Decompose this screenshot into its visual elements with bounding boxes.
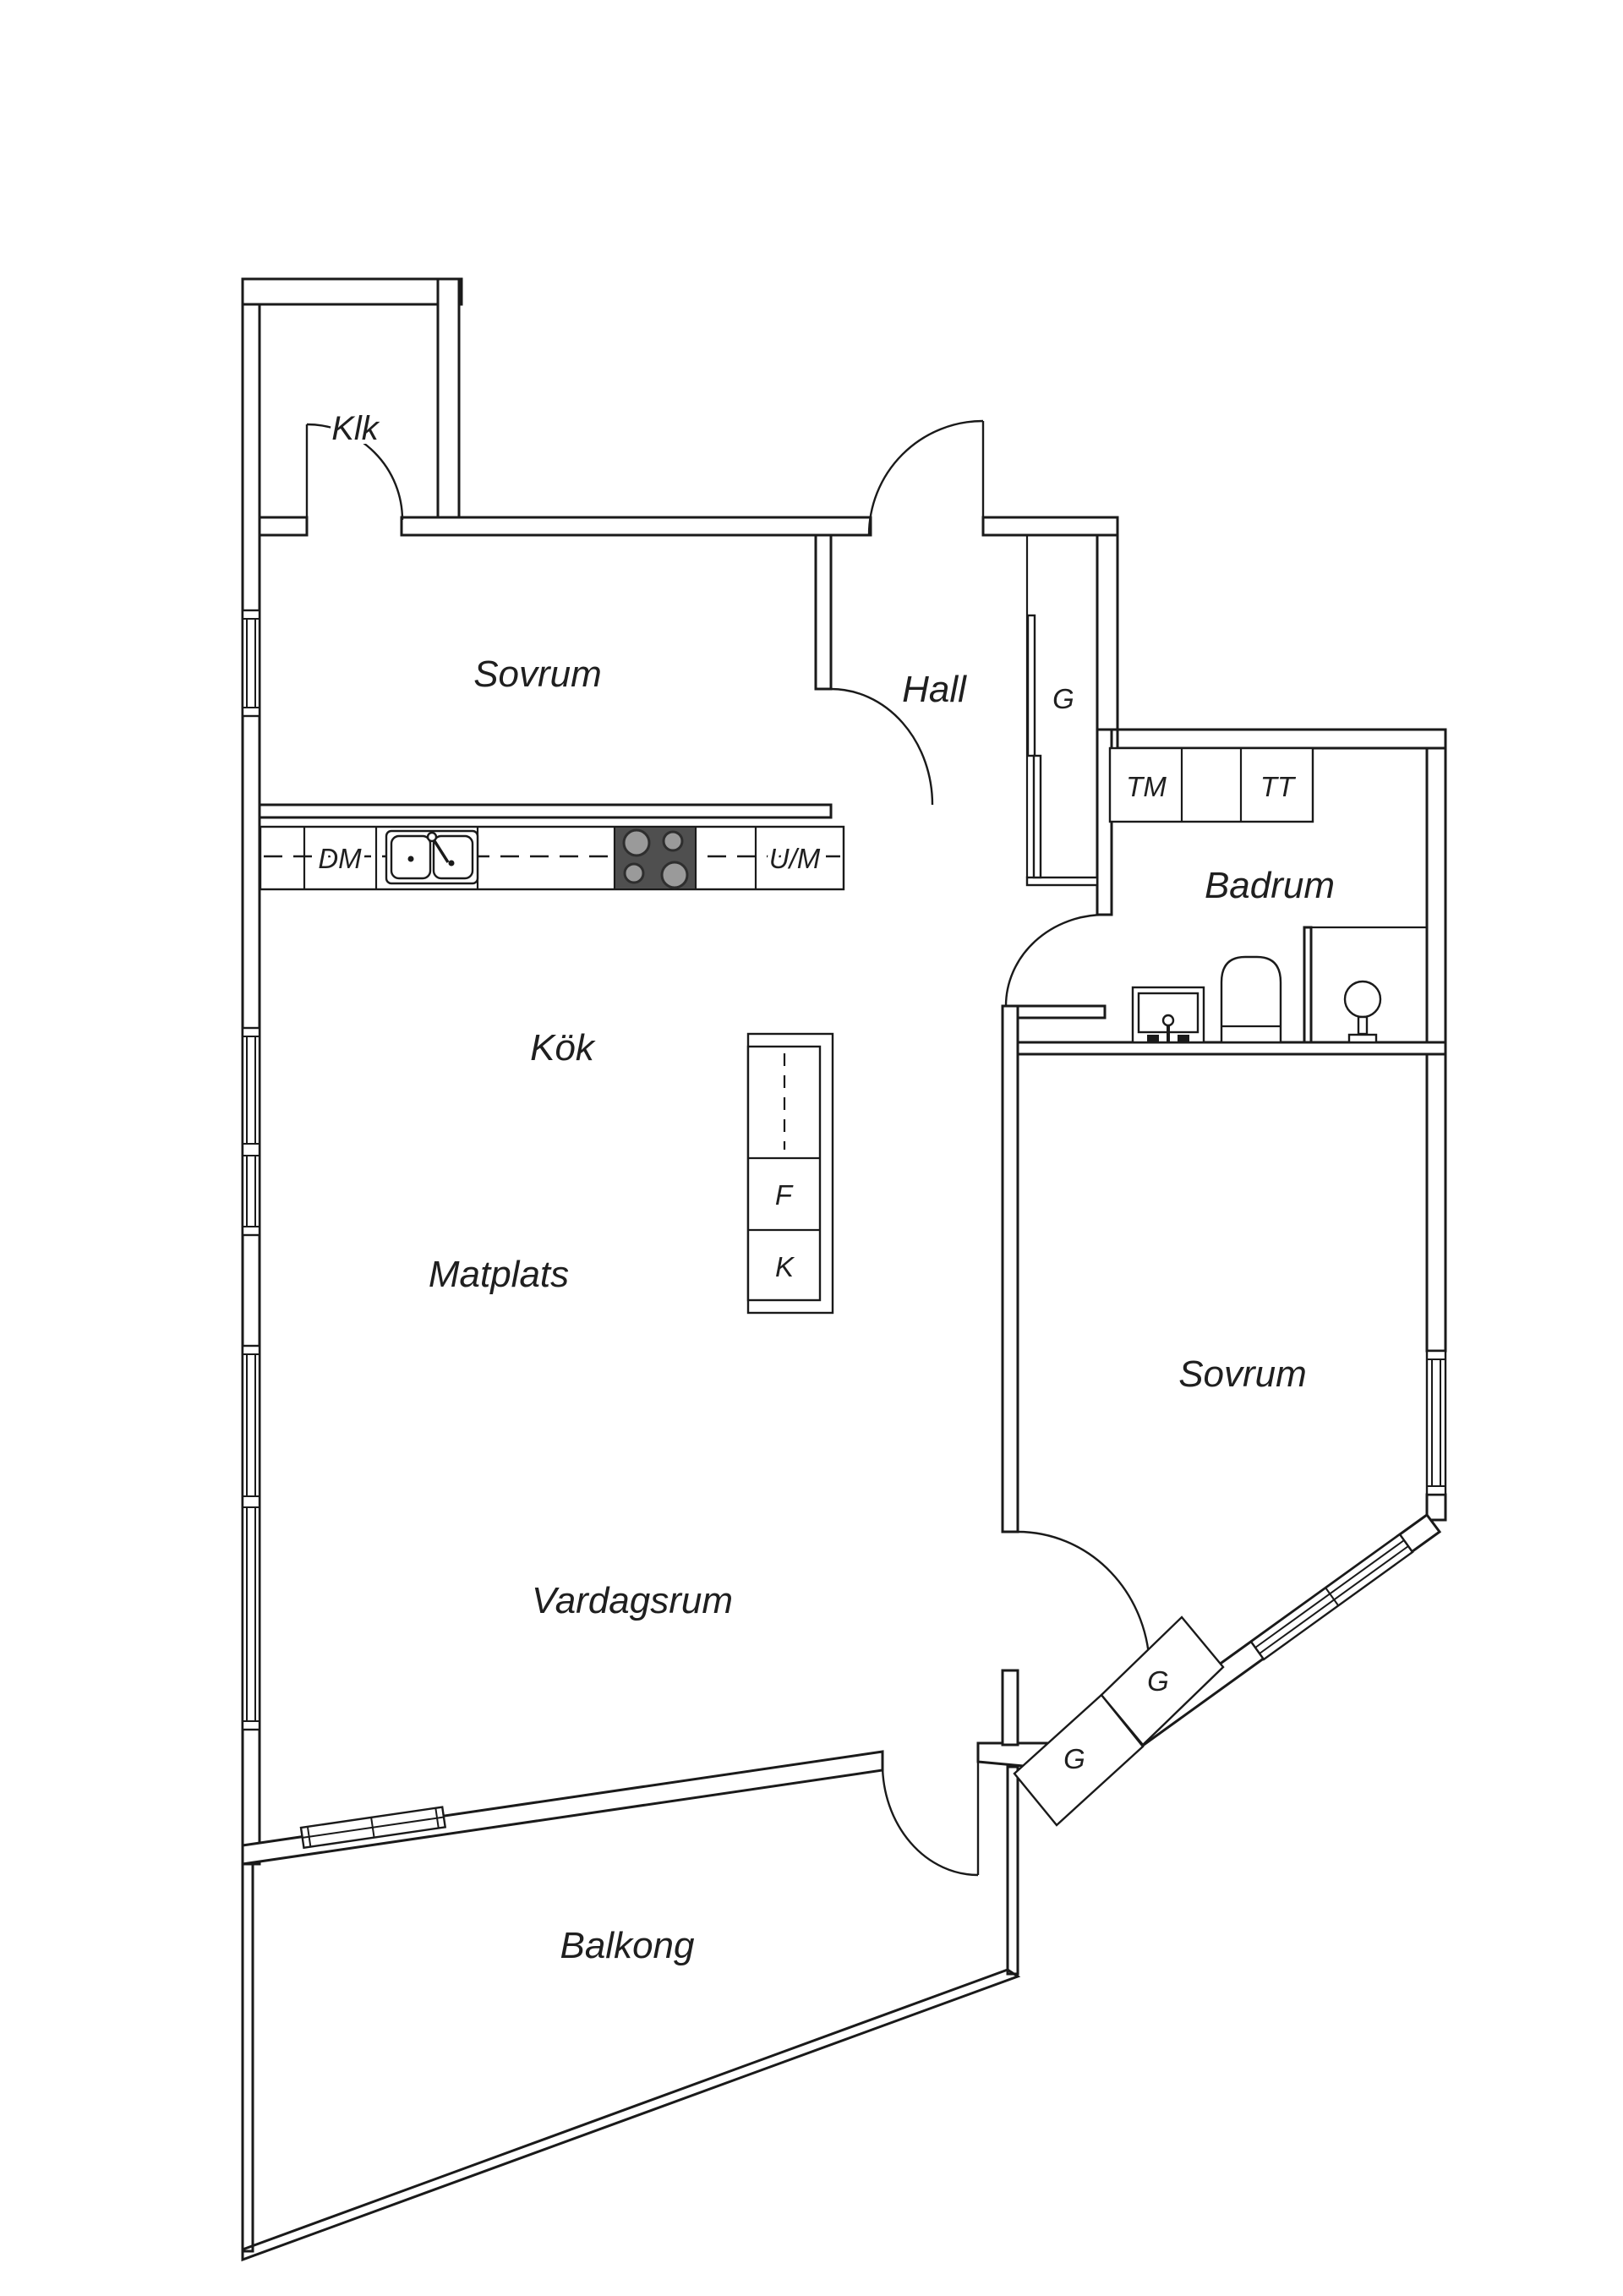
wall-klk-top	[241, 277, 463, 306]
fridge-freezer-cabinet	[746, 1032, 834, 1315]
label-tm: TM	[1126, 771, 1167, 802]
label-g1: G	[1063, 1743, 1085, 1774]
wall-bedroom-left-upper	[1001, 1004, 1019, 1533]
wall-top-main	[400, 516, 872, 537]
wardrobe-g2	[1100, 1615, 1225, 1747]
balcony-rails	[241, 1765, 1021, 2262]
door-arc-balcony	[881, 1763, 979, 1877]
label-f: F	[775, 1179, 794, 1211]
wall-klk-right	[436, 277, 461, 522]
window-sovrum-left	[241, 609, 261, 718]
sink-icon	[385, 829, 479, 885]
wall-klk-bottom-left	[258, 516, 309, 537]
room-labels: Klk Sovrum Hall G TM TT Badrum DM U/M Kö…	[314, 406, 1339, 1971]
label-g-hall: G	[1052, 683, 1074, 714]
label-dm: DM	[318, 843, 362, 874]
window-bedroom-right	[1425, 1349, 1447, 1496]
hall-wardrobe	[1025, 535, 1099, 887]
label-g2: G	[1147, 1665, 1169, 1697]
door-arc-sovrum-left	[830, 687, 934, 806]
toilet-icon	[1343, 980, 1382, 1044]
wall-badrum-bottom	[1016, 1041, 1447, 1056]
windows	[241, 609, 1447, 1850]
door-arc-bedroom	[1017, 1530, 1151, 1671]
sliding-door-panel	[1032, 754, 1042, 879]
label-kok: Kök	[530, 1027, 596, 1069]
wall-toilet-nook	[1303, 926, 1313, 1044]
label-sovrum-top: Sovrum	[473, 653, 602, 695]
washbasin-icon	[1131, 986, 1205, 1044]
window-vardagsrum	[241, 1344, 261, 1731]
bathroom-fixtures	[1108, 746, 1427, 1044]
stove-icon	[614, 826, 697, 890]
kitchen-counter-outline	[259, 825, 845, 891]
label-um: U/M	[769, 843, 821, 874]
door-arc-klk	[306, 423, 404, 521]
wall-right-exterior-lower	[1425, 1493, 1447, 1522]
balcony-rail-left	[241, 1862, 254, 2253]
balcony-rail-bottom	[241, 1968, 1021, 2262]
window-balcony-slider	[299, 1806, 447, 1850]
label-k: K	[775, 1251, 795, 1282]
door-entrance	[867, 419, 985, 536]
door-arc-entrance	[867, 419, 984, 536]
label-badrum: Badrum	[1205, 865, 1335, 906]
kitchen-counter	[259, 825, 845, 891]
wall-sovrum-bottom	[258, 803, 833, 819]
label-balkong: Balkong	[560, 1925, 695, 1966]
wardrobe-g1	[1013, 1693, 1145, 1827]
label-tt: TT	[1260, 771, 1297, 802]
sliding-door-panel	[1026, 614, 1036, 757]
wall-top-right	[981, 516, 1119, 537]
door-klk	[305, 423, 404, 521]
doors	[305, 419, 1151, 1877]
wall-badrum-top	[1116, 728, 1447, 750]
door-balcony	[881, 1750, 980, 1877]
shower-unit-icon	[1220, 955, 1282, 1044]
label-hall: Hall	[902, 669, 967, 710]
label-vardagsrum: Vardagsrum	[532, 1580, 733, 1621]
balcony-rail-right	[1006, 1765, 1019, 1976]
bedroom-wardrobes	[1013, 1615, 1225, 1827]
window-diagonal	[1249, 1533, 1414, 1661]
wall-hall-right	[1096, 533, 1119, 731]
wall-hall-west	[814, 533, 833, 691]
door-arc-badrum	[1004, 913, 1106, 1007]
wall-bedroom-left-lower	[1001, 1669, 1019, 1747]
laundry-cabinets	[1108, 746, 1314, 823]
label-klk: Klk	[331, 410, 380, 447]
label-sovrum-right: Sovrum	[1178, 1353, 1307, 1395]
label-matplats: Matplats	[429, 1254, 569, 1295]
window-matplats	[241, 1026, 261, 1237]
